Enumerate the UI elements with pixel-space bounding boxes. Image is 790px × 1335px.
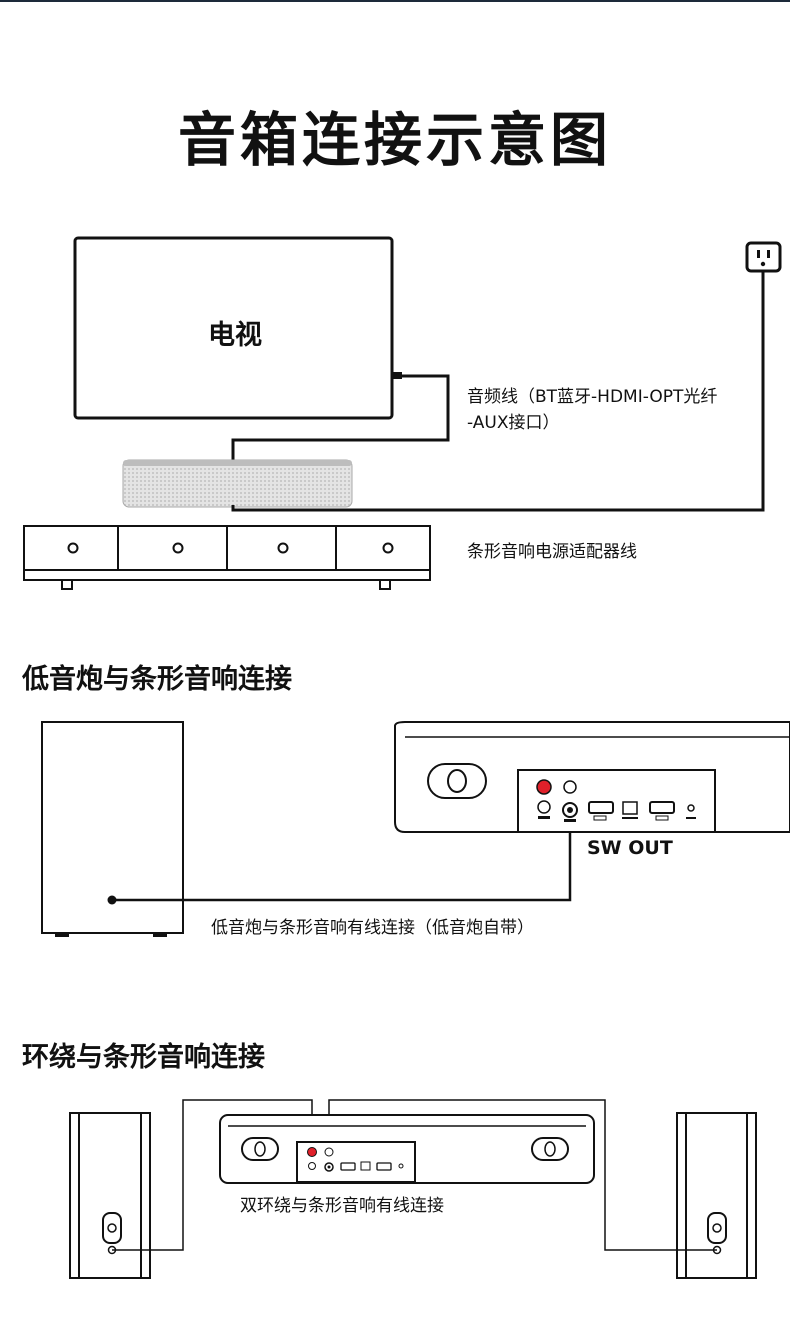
audio-cable-label: 音频线（BT蓝牙-HDMI-OPT光纤 <box>467 387 718 407</box>
cabinet-foot <box>61 579 73 590</box>
optical-port <box>622 801 638 815</box>
right-surround-keyhole <box>707 1212 727 1244</box>
surround-caption: 双环绕与条形音响有线连接 <box>240 1196 444 1216</box>
sw-out-label: SW OUT <box>587 837 673 859</box>
power-cable <box>231 271 765 512</box>
power-outlet-icon <box>745 241 782 273</box>
red-port <box>307 1147 317 1157</box>
tv-audio-port <box>392 372 402 379</box>
audio-cable <box>231 374 450 462</box>
usb-port <box>649 801 675 814</box>
soundbar <box>122 459 353 508</box>
cabinet-knob <box>382 542 394 554</box>
cabinet-foot <box>379 579 391 590</box>
cabinet-knob <box>172 542 184 554</box>
left-surround-keyhole <box>102 1212 122 1244</box>
subwoofer-caption: 低音炮与条形音响有线连接（低音炮自带） <box>211 918 534 938</box>
cabinet-knob <box>277 542 289 554</box>
cabinet-knob <box>67 542 79 554</box>
red-port <box>536 779 552 795</box>
aux-port <box>563 780 577 794</box>
tv-screen <box>73 236 394 420</box>
subwoofer-cable <box>112 820 572 902</box>
port-panel <box>517 769 716 833</box>
port-panel-surround <box>296 1141 416 1183</box>
audio-cable-label-cont: -AUX接口） <box>467 413 560 433</box>
hdmi-port <box>588 801 614 814</box>
aux-port <box>324 1147 334 1157</box>
page-title: 音箱连接示意图 <box>177 106 612 174</box>
soundbar-top-strip <box>123 460 352 466</box>
surround-section-heading: 环绕与条形音响连接 <box>22 1042 265 1073</box>
power-adapter-label: 条形音响电源适配器线 <box>467 542 637 562</box>
tv-label: 电视 <box>208 320 262 351</box>
subwoofer-foot <box>55 933 69 937</box>
dc-port <box>537 800 551 814</box>
reset-port <box>687 804 695 812</box>
top-border <box>0 0 790 2</box>
subwoofer-foot <box>153 933 167 937</box>
subwoofer-section-heading: 低音炮与条形音响连接 <box>22 664 292 695</box>
